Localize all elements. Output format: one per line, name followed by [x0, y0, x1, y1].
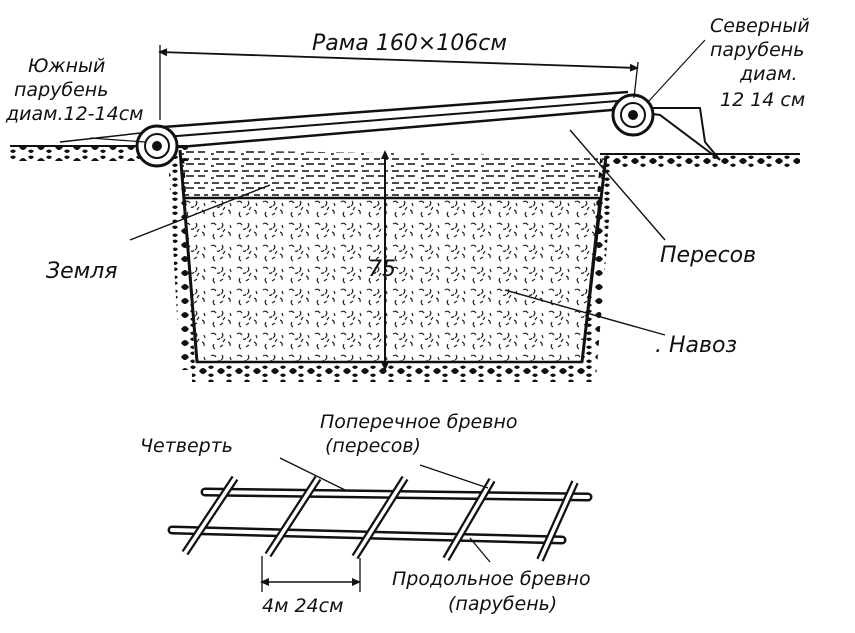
- earth-label: Земля: [46, 259, 118, 284]
- manure-label: . Навоз: [655, 333, 737, 358]
- north-log-label-3: диам.: [739, 63, 798, 85]
- spacing-label: 4м 24см: [262, 595, 343, 617]
- quarter-label: Четверть: [140, 435, 233, 457]
- north-log-icon: [611, 93, 655, 137]
- frame-dimension-arrow: [158, 48, 639, 72]
- depth-label: 75: [368, 257, 396, 282]
- long-log-label-2: (парубень): [448, 593, 557, 615]
- long-log-label-1: Продольное бревно: [392, 568, 591, 590]
- cross-log-label-1: Поперечное бревно: [320, 411, 518, 433]
- lower-leader-lines: [279, 457, 491, 563]
- crossbar-label: Пересов: [660, 243, 756, 268]
- north-log-label-2: парубень: [710, 39, 804, 61]
- north-log-label-4: 12 14 см: [720, 89, 805, 111]
- south-log-icon: [135, 124, 179, 168]
- earth-layer: [180, 150, 606, 198]
- north-log-label-1: Северный: [710, 15, 810, 37]
- frame-label: Рама 160×106см: [312, 31, 507, 56]
- cross-log-label-2: (пересов): [325, 435, 421, 457]
- pit-walls: [168, 155, 614, 382]
- frame-grid-detail: [167, 475, 593, 562]
- south-log-label-3: диам.12-14см: [5, 103, 144, 125]
- frame-boards: [59, 90, 636, 150]
- south-log-label-2: парубень: [14, 79, 108, 101]
- south-log-label-1: Южный: [28, 55, 105, 77]
- leader-lines: [89, 39, 706, 336]
